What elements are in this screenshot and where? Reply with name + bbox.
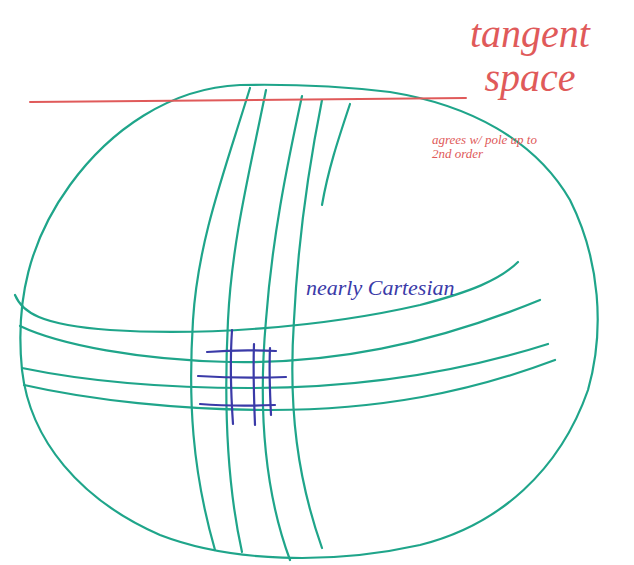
annotation-label: nearly Cartesian bbox=[306, 276, 521, 300]
sphere-outline bbox=[20, 85, 597, 558]
grid-line bbox=[198, 376, 286, 378]
latitude-line bbox=[22, 344, 548, 388]
grid-line bbox=[207, 350, 276, 352]
annotation-title: tangent space bbox=[440, 12, 620, 100]
meridian-line bbox=[226, 90, 266, 552]
annotation-note: agrees w/ pole up to 2nd order bbox=[432, 133, 550, 162]
grid-line bbox=[200, 404, 275, 406]
meridian-line bbox=[191, 88, 250, 550]
meridian-line bbox=[322, 104, 350, 205]
latitude-line bbox=[20, 300, 540, 362]
tangent-line bbox=[30, 98, 466, 102]
grid-line bbox=[254, 344, 255, 425]
latitude-line bbox=[24, 360, 555, 410]
